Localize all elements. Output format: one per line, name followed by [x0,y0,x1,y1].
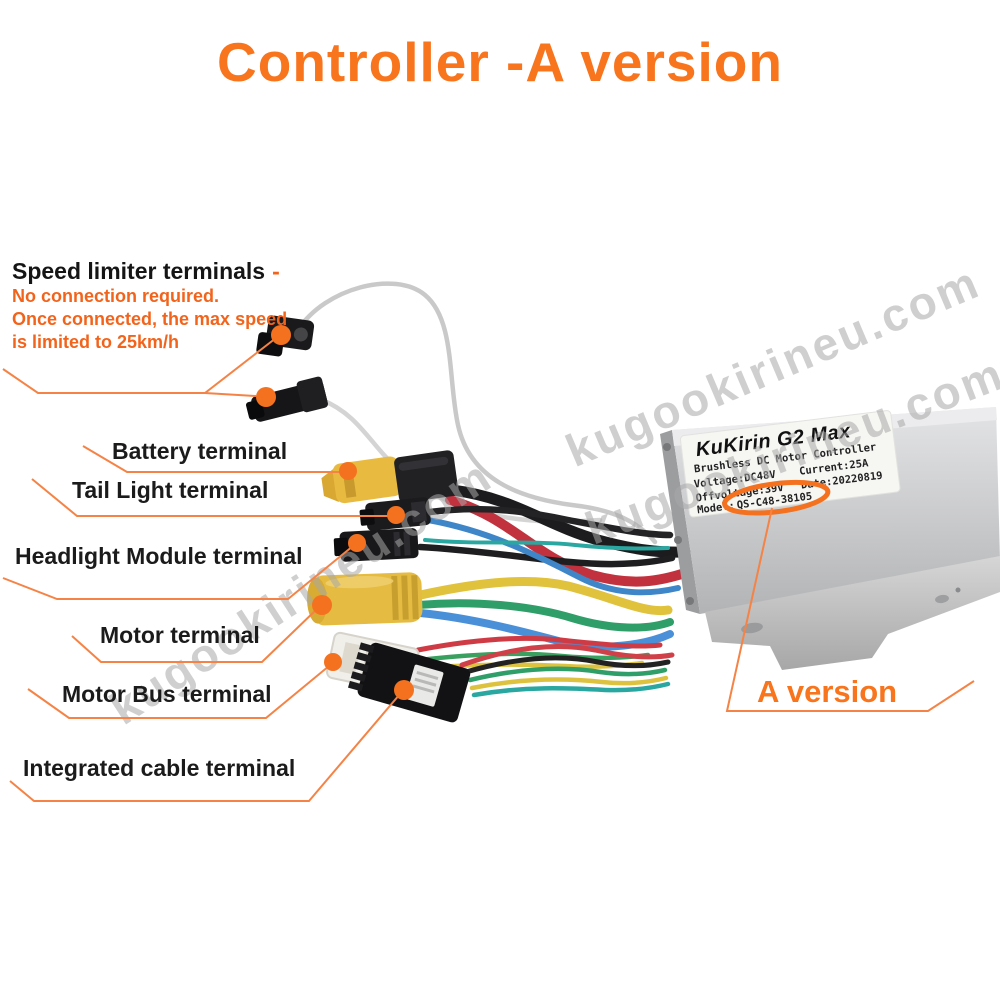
speed-limiter-connector-2 [246,376,328,422]
wire-black-thin-2 [416,543,676,568]
label-integrated-cable-terminal: Integrated cable terminal [23,755,296,781]
connector-dot-speed-1 [271,325,291,345]
page-title: Controller -A version [217,31,783,93]
speed-limiter-wire [295,281,658,545]
connector-dot-headlight [348,534,366,552]
leader-motor [71,607,319,663]
wire-teal [423,538,670,551]
integrated-wire-red [459,644,675,668]
connector-dot-battery [339,462,357,480]
leader-integrated [9,693,401,802]
speed-limiter-note-line-1: No connection required. [12,286,220,306]
integrated-wire-black [463,655,671,675]
connector-dot-integrated [394,680,414,700]
model-circle-annotation [722,479,831,516]
leader-speed-limiter-branch [204,337,277,394]
leader-tail-light [31,478,390,517]
wire-blue [425,517,681,596]
wire-harness [295,281,693,698]
leader-headlight [2,545,354,600]
label-motor-bus-terminal: Motor Bus terminal [62,681,272,707]
label-battery-terminal: Battery terminal [112,438,288,464]
speed-limiter-dash: - [272,258,280,284]
mounting-bracket [705,556,1000,670]
speed-limiter-note-line-2: Once connected, the max speed [12,309,288,329]
leader-speed-limiter [2,368,257,397]
battery-wire-red [445,495,693,587]
battery-wire-black [446,484,691,558]
leader-motor-bus [27,665,330,719]
connector-dot-speed-2 [256,387,276,407]
speed-limiter-title: Speed limiter terminals- [12,258,287,285]
integrated-wire-teal [471,681,671,698]
version-callout: A version [757,674,898,709]
connector-dot-tail-light [387,506,405,524]
headlight-connector [333,528,419,562]
speed-limiter-title-text: Speed limiter terminals [12,258,266,284]
integrated-wire-green [467,666,668,683]
wire-black-thin [426,505,674,539]
bus-wire-red [415,635,663,653]
connector-dot-motor-bus [324,653,342,671]
motor-wire-yellow [411,576,673,616]
leader-battery [82,445,342,473]
speed-limiter-label-block: Speed limiter terminals- No connection r… [12,258,287,354]
leader-version [725,507,975,712]
label-motor-terminal: Motor terminal [100,622,260,648]
motor-wire-green [414,599,674,632]
integrated-cable-connector [347,642,471,723]
label-tail-light-terminal: Tail Light terminal [72,477,269,503]
connector-dot-motor [312,595,332,615]
speed-limiter-note-line-3: is limited to 25km/h [12,332,180,352]
integrated-wire-yellow [469,675,669,691]
label-headlight-module-terminal: Headlight Module terminal [15,543,303,569]
controller-box: KuKirin G2 Max Brushless DC Motor Contro… [660,407,1000,670]
